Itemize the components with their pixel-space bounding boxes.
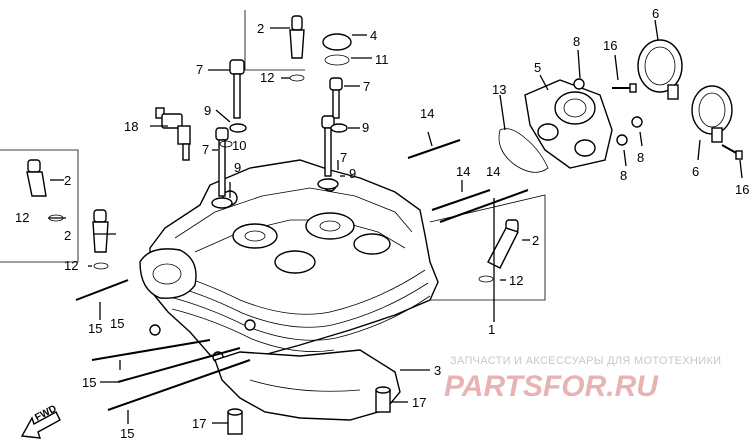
callout-1: 1 [488, 322, 495, 337]
callout-labels: 2 4 11 12 7 7 9 9 18 10 7 9 7 9 14 14 14… [15, 6, 749, 441]
intake-o-ring [498, 128, 549, 173]
callout-12-left-1: 12 [15, 210, 29, 225]
callout-15-c: 15 [82, 375, 96, 390]
callout-14-top: 14 [420, 106, 434, 121]
assembly-bracket-left [0, 149, 79, 263]
callout-9-lower-left: 9 [234, 160, 241, 175]
collar-17b [375, 386, 391, 413]
collar-17a [227, 408, 243, 435]
callout-10: 10 [232, 138, 246, 153]
callout-18: 18 [124, 119, 138, 134]
callout-7-left: 7 [196, 62, 203, 77]
callout-3: 3 [434, 363, 441, 378]
assembly-bracket-right [429, 194, 546, 301]
cap [322, 33, 352, 51]
dowel-pin-right [487, 219, 519, 269]
callout-2-right: 2 [532, 233, 539, 248]
callout-15-a: 15 [88, 321, 102, 336]
washer-9d [317, 178, 339, 190]
o-ring-top [289, 74, 305, 82]
o-ring-left-2 [93, 262, 109, 270]
callout-12-right: 12 [509, 273, 523, 288]
stud-14a [407, 139, 461, 159]
callout-14-mid: 14 [456, 164, 470, 179]
callout-8-lower: 8 [620, 168, 627, 183]
forward-direction-indicator: FWD [20, 403, 61, 439]
callout-8-top: 8 [573, 34, 580, 49]
stud-15b [91, 339, 211, 361]
assembly-bracket-top [244, 10, 305, 71]
nut-8a [573, 78, 585, 90]
washer-9b [330, 123, 348, 133]
callout-9-mid: 9 [362, 120, 369, 135]
clamp-band-lower [691, 85, 733, 143]
spark-plug [155, 107, 191, 161]
forward-arrow-icon [20, 411, 61, 439]
callout-13: 13 [492, 82, 506, 97]
head-gasket [214, 349, 401, 421]
stud-14b [431, 189, 491, 211]
callout-12-top: 12 [260, 70, 274, 85]
dowel-pin-left-2 [92, 209, 109, 253]
callout-6-lower: 6 [692, 164, 699, 179]
callout-7-mid: 7 [363, 79, 370, 94]
watermark-logo: PARTSFOR.RU [444, 370, 659, 403]
cap-o-ring [324, 54, 350, 66]
callout-9-lower-mid: 9 [349, 166, 356, 181]
callout-2-left-2: 2 [64, 228, 71, 243]
bolt-7c [321, 115, 335, 177]
clamp-screw-upper [612, 83, 637, 93]
washer-9c [211, 197, 233, 209]
clamp-band-upper [637, 39, 683, 100]
stud-15d [107, 359, 251, 411]
bolt-7d [215, 127, 229, 197]
callout-11: 11 [375, 52, 389, 67]
washer-10 [219, 140, 233, 148]
stud-14c [439, 189, 529, 223]
leader-lines [48, 19, 743, 424]
callout-16-top: 16 [603, 38, 617, 53]
callout-15-b: 15 [110, 316, 124, 331]
callout-8-right: 8 [637, 150, 644, 165]
callout-4: 4 [370, 28, 377, 43]
bolt-7b [329, 77, 343, 119]
clamp-screw-lower [721, 144, 743, 160]
callout-17-right: 17 [412, 395, 426, 410]
callout-15-d: 15 [120, 426, 134, 441]
washer-9a [229, 123, 247, 133]
dowel-pin-left-1 [26, 159, 47, 197]
stud-15a [75, 279, 129, 301]
intake-pipe [524, 79, 613, 169]
callout-9-left: 9 [204, 103, 211, 118]
nut-8b [631, 116, 643, 128]
callout-6-top: 6 [652, 6, 659, 21]
callout-17-left: 17 [192, 416, 206, 431]
stud-15c [117, 347, 241, 383]
nut-8c [616, 134, 628, 146]
callout-16-lower: 16 [735, 182, 749, 197]
watermark-tagline: ЗАПЧАСТИ И АКСЕССУАРЫ ДЛЯ МОТОТЕХНИКИ [450, 355, 721, 367]
callout-2-top: 2 [257, 21, 264, 36]
bolt-7a [229, 59, 245, 119]
callout-7-lower-mid: 7 [340, 150, 347, 165]
callout-7-lower-left: 7 [202, 142, 209, 157]
callout-12-left-2: 12 [64, 258, 78, 273]
callout-2-left-1: 2 [64, 173, 71, 188]
dowel-pin-top [289, 15, 305, 59]
o-ring-right [478, 275, 494, 283]
cylinder-head [139, 159, 439, 380]
callout-14-right: 14 [486, 164, 500, 179]
callout-5: 5 [534, 60, 541, 75]
